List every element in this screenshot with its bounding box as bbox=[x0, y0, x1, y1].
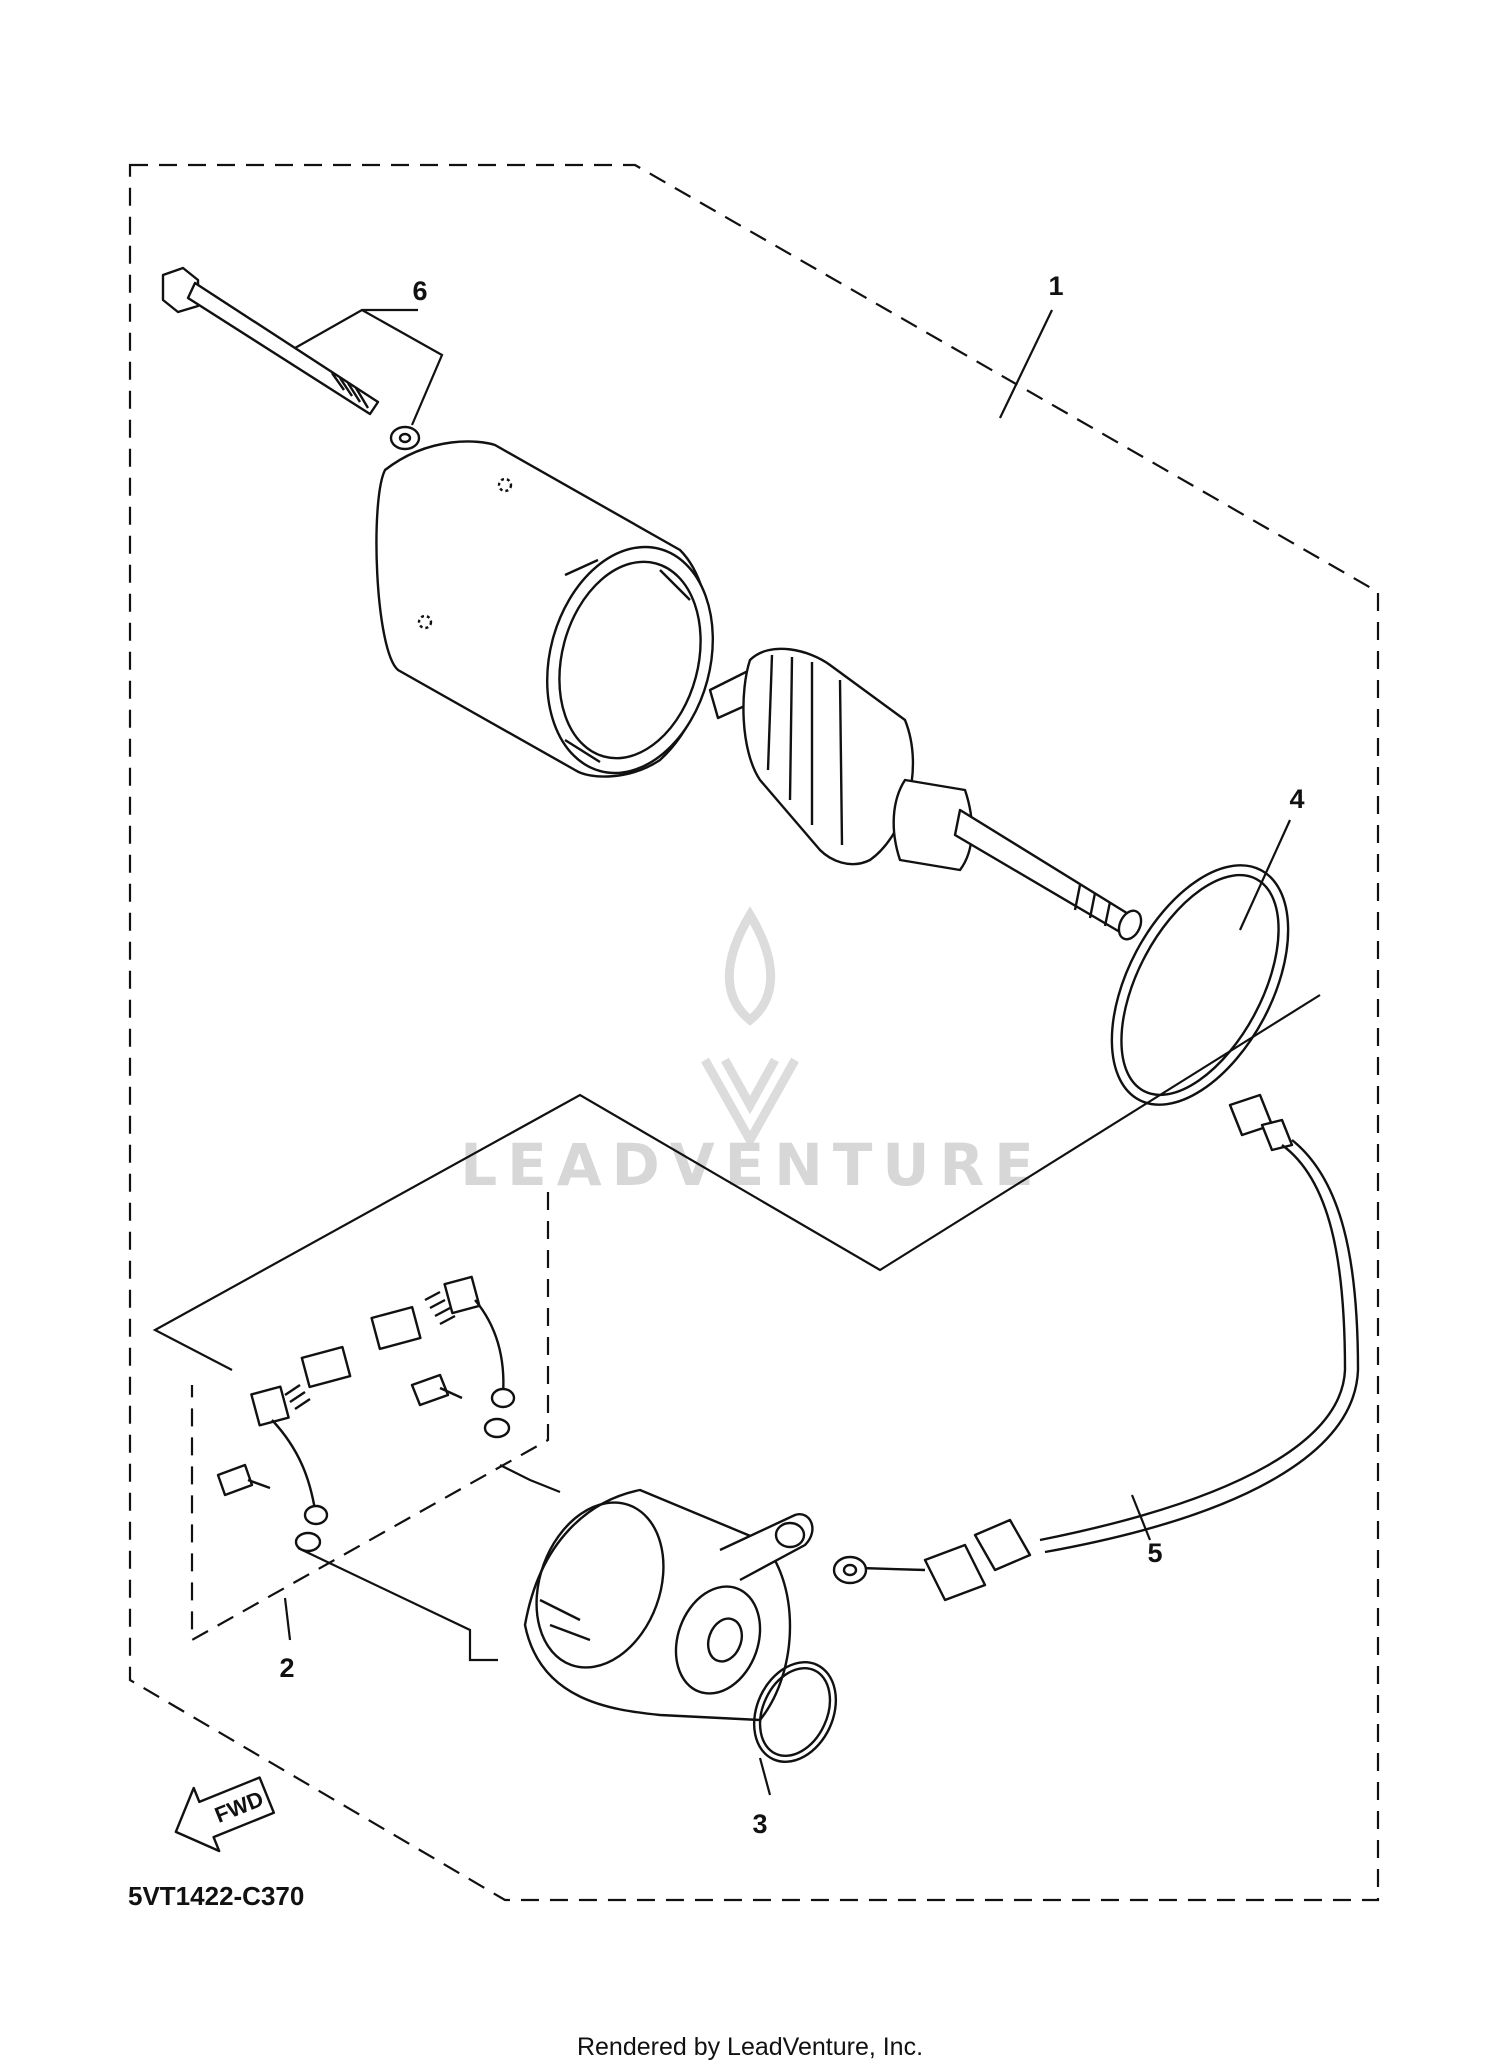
assembly-boundary bbox=[128, 163, 1380, 1902]
callout-2: 2 bbox=[279, 1653, 294, 1683]
leader-5 bbox=[1130, 1494, 1152, 1541]
alignment-line-terminal bbox=[499, 1464, 561, 1494]
callout-4: 4 bbox=[1289, 784, 1304, 814]
watermark: LEADVENTURE bbox=[460, 906, 1044, 1199]
footer-credit: Rendered by LeadVenture, Inc. bbox=[577, 2033, 923, 2061]
callout-3: 3 bbox=[752, 1809, 767, 1839]
callout-1: 1 bbox=[1048, 271, 1063, 301]
callout-5: 5 bbox=[1147, 1538, 1162, 1568]
part-o-ring-small bbox=[752, 1661, 838, 1763]
watermark-text: LEADVENTURE bbox=[460, 1131, 1044, 1199]
leader-4 bbox=[1238, 819, 1292, 931]
part-brush-set bbox=[216, 1275, 516, 1553]
alignment-line-lower bbox=[297, 1547, 498, 1662]
part-bolt-washer bbox=[161, 266, 421, 451]
part-end-housing bbox=[523, 1488, 814, 1722]
callout-6: 6 bbox=[412, 276, 427, 306]
part-armature bbox=[708, 647, 1143, 941]
alignment-line-upper bbox=[152, 994, 1321, 1371]
leader-3 bbox=[758, 1757, 772, 1796]
part-o-ring-large bbox=[1110, 864, 1290, 1106]
watermark-logo-icon bbox=[701, 906, 799, 1150]
leader-1 bbox=[999, 309, 1053, 419]
part-yoke bbox=[375, 440, 715, 778]
leader-6 bbox=[294, 308, 444, 426]
part-lead-wire bbox=[832, 1093, 1360, 1602]
brush-set-boundary bbox=[190, 1192, 550, 1642]
diagram-code: 5VT1422-C370 bbox=[128, 1881, 304, 1911]
leader-2 bbox=[283, 1597, 292, 1641]
fwd-arrow-icon: FWD bbox=[174, 1776, 276, 1853]
